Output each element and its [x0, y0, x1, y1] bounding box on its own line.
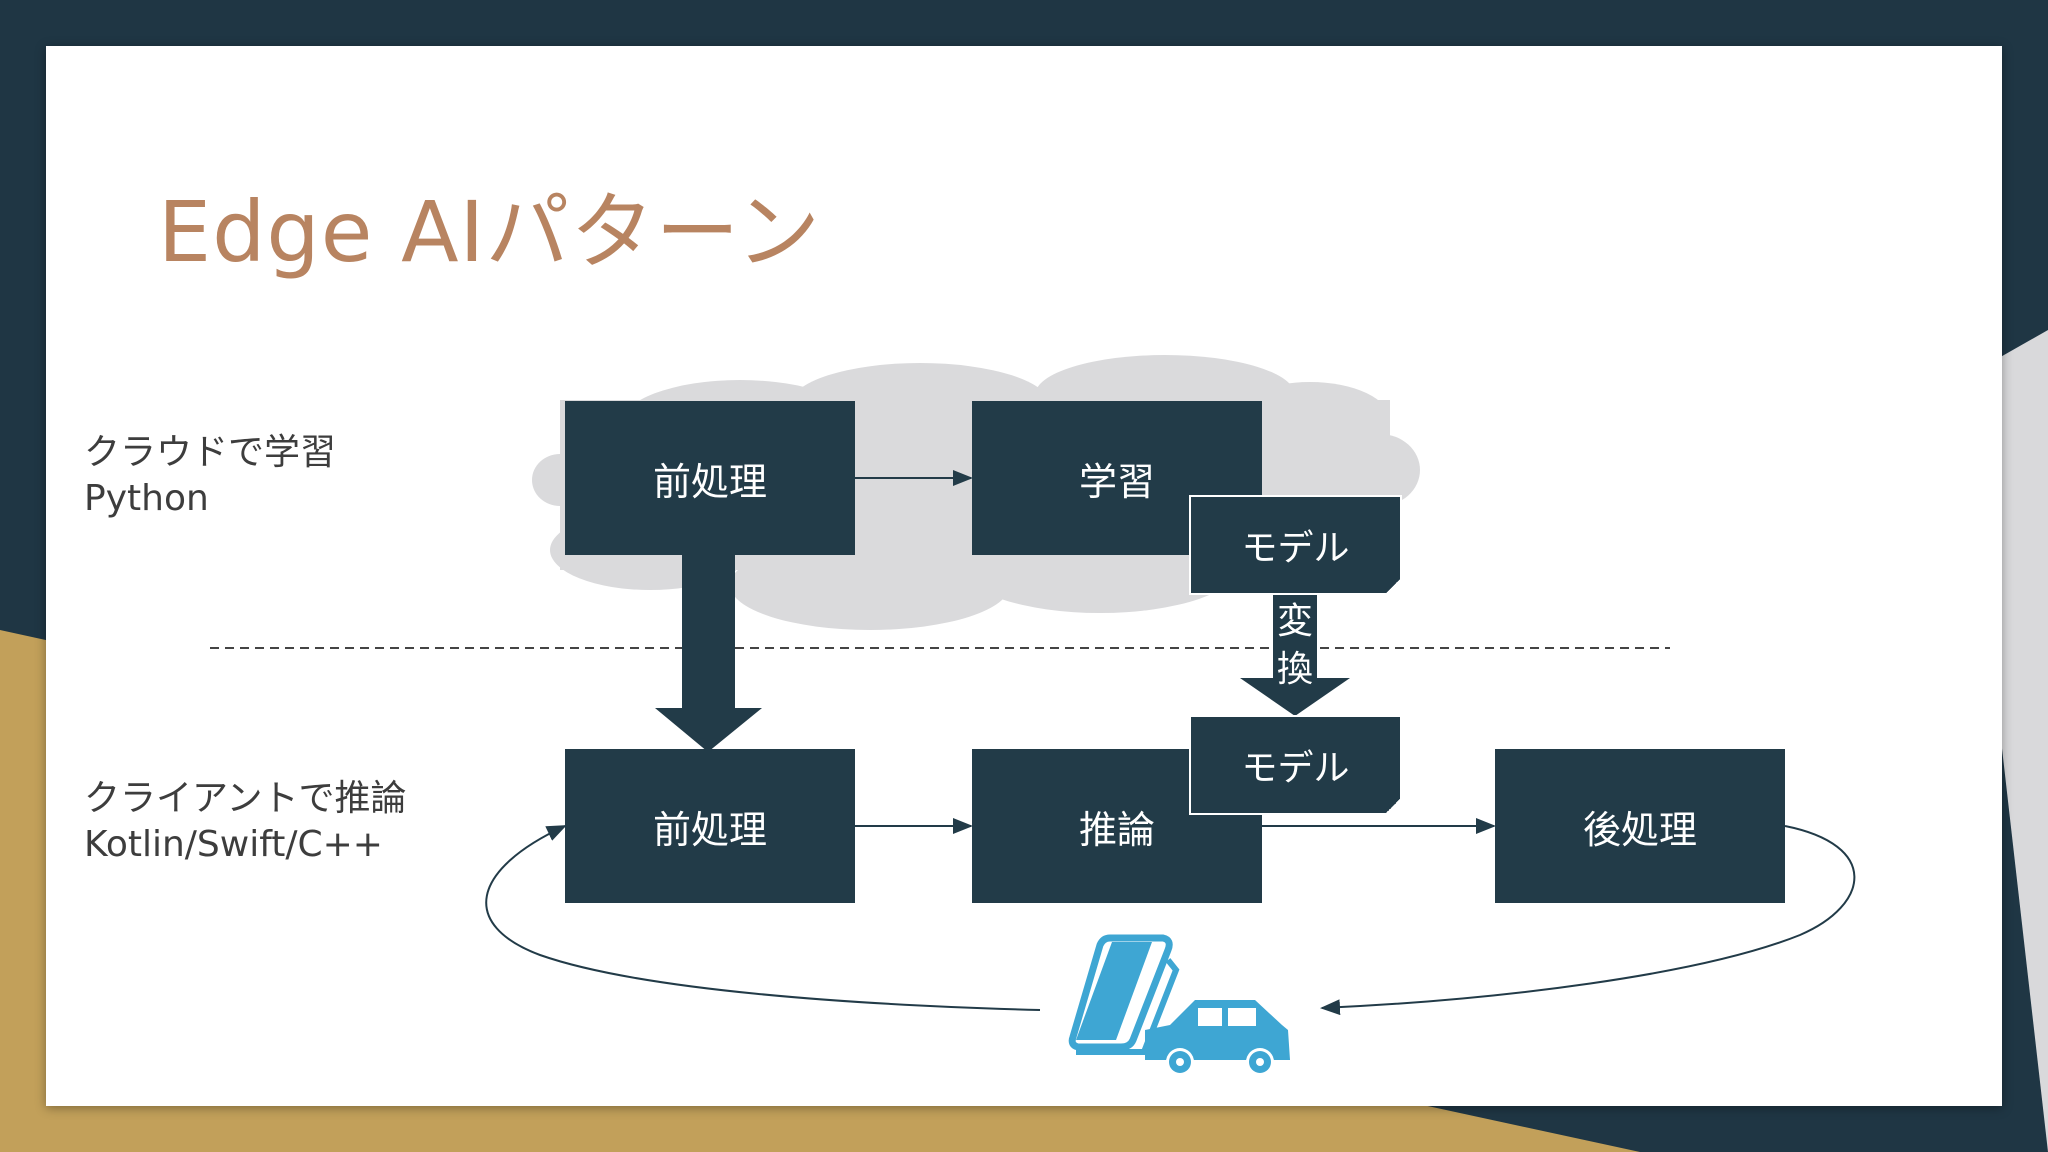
page-fold-icon [1386, 579, 1400, 593]
slide-title: Edge AIパターン [158, 183, 822, 281]
car-icon [1145, 1000, 1290, 1076]
convert-label: 変 換 [1273, 598, 1317, 694]
client-section-label: クライアントで推論 Kotlin/Swift/C++ [84, 776, 407, 868]
client-section-line2: Kotlin/Swift/C++ [84, 824, 383, 865]
client-section-line1: クライアントで推論 [84, 778, 407, 819]
model-cloud-box: モデル [1189, 495, 1402, 595]
smartphone-icon [1068, 934, 1180, 1055]
loop-arrow-right [1320, 825, 1856, 1016]
convert-char-2: 換 [1276, 649, 1313, 690]
model-client-label: モデル [1241, 748, 1350, 789]
migration-down-arrow [655, 552, 762, 752]
model-client-box: モデル [1189, 715, 1402, 815]
client-preprocess-box: 前処理 [565, 749, 855, 903]
cloud-section-line1: クラウドで学習 [84, 432, 337, 473]
postprocess-box: 後処理 [1495, 749, 1785, 903]
cloud-section-line2: Python [84, 478, 209, 519]
cloud-section-label: クラウドで学習 Python [84, 430, 336, 522]
gold-accent-bottom [0, 1100, 1640, 1152]
model-cloud-label: モデル [1241, 528, 1350, 569]
convert-char-1: 変 [1276, 601, 1313, 642]
page-fold-icon [1386, 799, 1400, 813]
conversion-down-arrow [1240, 590, 1350, 716]
cloud-preprocess-box: 前処理 [565, 401, 855, 555]
loop-arrow-left [485, 825, 1041, 1011]
